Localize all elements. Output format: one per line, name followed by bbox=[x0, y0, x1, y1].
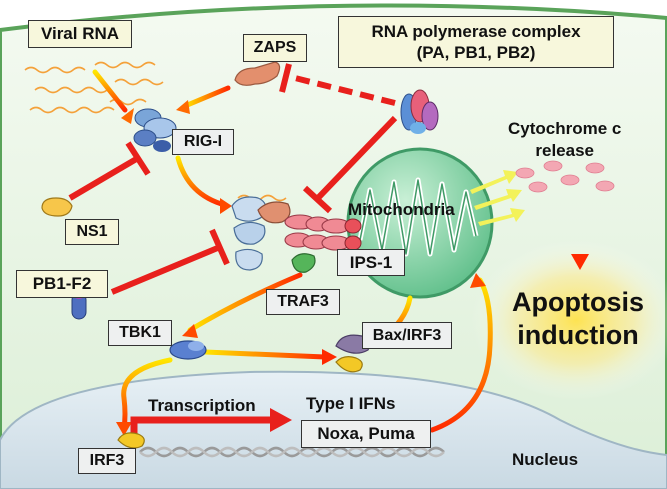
apoptosis-induction-label: Apoptosis induction bbox=[512, 286, 644, 352]
transcription-label: Transcription bbox=[148, 396, 256, 415]
activation-arrows bbox=[92, 69, 589, 436]
ips-1-protein-icon bbox=[231, 196, 362, 271]
rig-i-protein-icon bbox=[133, 108, 177, 152]
cytochrome-c-line2: release bbox=[535, 141, 594, 160]
cytochrome-c-label: Cytochrome c release bbox=[508, 118, 621, 162]
rna-polymerase-line2: (PA, PB1, PB2) bbox=[416, 43, 536, 62]
inhibition-pb1f2-ipsi bbox=[110, 228, 230, 295]
ips-1-label: IPS-1 bbox=[337, 249, 405, 276]
rna-polymerase-label: RNA polymerase complex (PA, PB1, PB2) bbox=[338, 16, 614, 68]
pb1-f2-label: PB1-F2 bbox=[16, 270, 108, 298]
apoptosis-line1: Apoptosis bbox=[512, 287, 644, 317]
ns1-protein-icon bbox=[41, 197, 73, 217]
inhibition-polymerase-ipsi bbox=[302, 115, 398, 214]
zaps-protein-icon bbox=[234, 61, 281, 86]
apoptosis-line2: induction bbox=[517, 320, 639, 350]
inhibition-ns1-rigi bbox=[68, 141, 151, 201]
bax-irf3-label: Bax/IRF3 bbox=[362, 322, 452, 349]
mitochondria-label: Mitochondria bbox=[348, 200, 455, 219]
tbk1-protein-icon bbox=[169, 340, 207, 360]
dna-strand-icon bbox=[139, 446, 445, 458]
irf3-label: IRF3 bbox=[78, 448, 136, 474]
noxa-puma-label: Noxa, Puma bbox=[301, 420, 431, 448]
polymerase-complex-icon bbox=[400, 89, 439, 134]
bax-irf3-complex-icon bbox=[335, 334, 371, 373]
irf3-protein-icon bbox=[117, 432, 145, 449]
rna-polymerase-line1: RNA polymerase complex bbox=[371, 22, 581, 41]
release-arrows bbox=[470, 170, 525, 226]
tbk1-label: TBK1 bbox=[108, 320, 172, 346]
zaps-label: ZAPS bbox=[243, 34, 307, 62]
traf3-protein-icon bbox=[291, 253, 316, 273]
traf3-label: TRAF3 bbox=[266, 289, 340, 315]
ns1-label: NS1 bbox=[65, 219, 119, 245]
apoptosis-glow bbox=[471, 240, 667, 400]
rig-i-label: RIG-I bbox=[172, 129, 234, 155]
cytochrome-c-line1: Cytochrome c bbox=[508, 119, 622, 138]
type-i-ifns-label: Type I IFNs bbox=[306, 394, 396, 413]
inhibition-polymerase-zaps bbox=[279, 63, 396, 106]
cytochrome-c-icon bbox=[515, 160, 615, 193]
nucleus-label: Nucleus bbox=[512, 450, 579, 469]
viral-rna-label: Viral RNA bbox=[28, 20, 132, 48]
